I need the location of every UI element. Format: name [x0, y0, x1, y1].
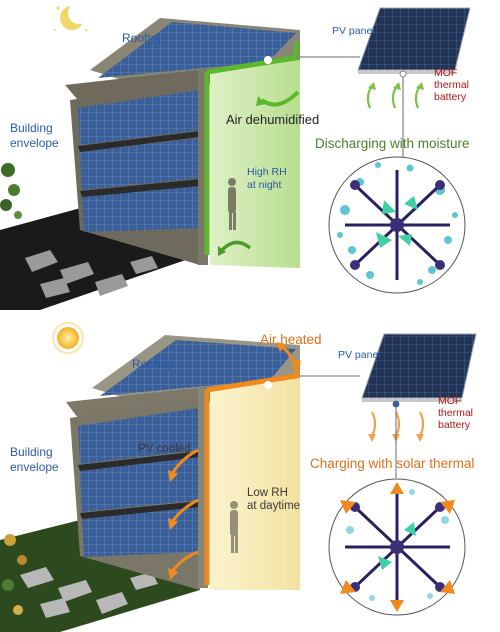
day-mof-label-line1: MOF: [438, 395, 461, 407]
night-rooftop-label: Rooftop: [122, 31, 164, 45]
day-facade-pv-2: [80, 457, 200, 512]
day-process-label: Charging with solar thermal: [310, 456, 474, 471]
crescent-moon-icon: [54, 2, 90, 32]
night-rh-label-line1: High RH: [247, 166, 287, 178]
night-process-label: Discharging with moisture: [315, 136, 470, 151]
day-facade-pv-1: [78, 408, 200, 464]
night-stepping-stones: [25, 250, 158, 298]
night-mof-label-line2: thermal: [434, 79, 469, 91]
night-rh-label-line2: at night: [247, 179, 282, 191]
night-facade-pv-3: [82, 186, 200, 232]
night-air-status-label: Air dehumidified: [226, 112, 319, 127]
night-mof-structure: [328, 156, 466, 294]
night-interior: [210, 60, 300, 268]
day-rooftop-label: Rooftop: [132, 357, 174, 371]
night-lamp: [264, 56, 272, 64]
day-person-icon: [230, 501, 238, 553]
night-envelope-label-line1: Building: [10, 121, 53, 135]
day-lamp: [264, 381, 272, 389]
night-person-icon: [228, 178, 236, 230]
day-pv-status-label: PV cooled: [138, 443, 190, 455]
day-envelope-label-line1: Building: [10, 445, 53, 459]
night-facade-pv-2: [80, 138, 200, 190]
day-interior: [210, 378, 300, 590]
night-pillar: [198, 70, 208, 265]
night-envelope-label-line2: envelope: [10, 136, 59, 150]
day-flowers: [2, 534, 27, 615]
day-air-duct: [204, 359, 301, 585]
night-mof-label-line1: MOF: [434, 67, 457, 79]
night-panel: Rooftop Building envelope PV panel MOF t…: [0, 2, 471, 310]
night-foliage: [0, 163, 22, 219]
day-air-status-label: Air heated: [260, 332, 322, 347]
day-envelope-label-line2: envelope: [10, 460, 59, 474]
night-arrow-dehumid: [260, 90, 300, 107]
day-mof-structure: [328, 478, 466, 616]
day-pillar: [198, 388, 208, 588]
day-stepping-stones: [20, 567, 158, 618]
night-arrow-return: [220, 240, 252, 252]
day-mof-label-line3: battery: [438, 419, 471, 431]
night-mof-label-line3: battery: [434, 91, 467, 103]
day-pv-panel-detail: [361, 333, 477, 408]
sun-icon: [52, 322, 84, 354]
day-solar-arrows: [371, 411, 425, 437]
day-panel: Rooftop Building envelope PV panel MOF t…: [0, 322, 477, 632]
night-pv-panel-detail: [357, 7, 471, 78]
night-facade-pv-1: [78, 90, 200, 145]
night-pv-panel-label: PV panel: [332, 25, 375, 37]
day-pv-panel-label: PV panel: [338, 349, 381, 361]
day-mof-label-line2: thermal: [438, 407, 473, 419]
day-rh-label-line2: at daytime: [247, 500, 300, 512]
day-rh-label-line1: Low RH: [247, 487, 288, 499]
night-air-duct: [204, 41, 300, 255]
